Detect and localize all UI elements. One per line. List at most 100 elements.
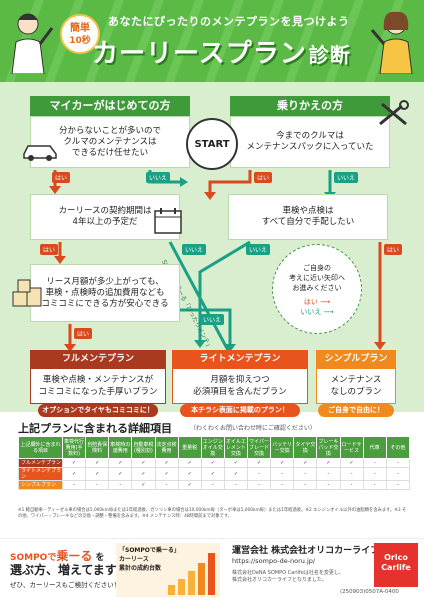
table-cell: - bbox=[339, 467, 364, 481]
table-cell: - bbox=[200, 480, 225, 490]
footer: SOMPOで乗ーる を 選ぶ方、増えてます！ ぜひ、カーリースもご検討ください！… bbox=[0, 538, 424, 600]
arrow-q5-no bbox=[180, 308, 232, 344]
column-header: その他 bbox=[385, 436, 411, 459]
table-cell: - bbox=[154, 480, 179, 490]
no-label: いいえ bbox=[146, 172, 171, 183]
table-cell: - bbox=[61, 480, 87, 490]
footer-tagline: 選ぶ方、増えてます！ bbox=[10, 563, 129, 577]
table-cell: - bbox=[108, 480, 133, 490]
yes-label: はい bbox=[40, 244, 59, 255]
time-badge: 簡単 10秒 bbox=[60, 14, 100, 54]
plan-simple-desc: メンテナンス なしのプラン bbox=[316, 368, 396, 404]
arrow-q2-yes bbox=[208, 170, 252, 192]
calendar-icon bbox=[154, 208, 182, 234]
switching-header: 乗りかえの方 bbox=[230, 96, 390, 116]
credit-line-1: 株式会社DeNA SOMPO Carlifeは社名を変更し、 bbox=[232, 570, 344, 576]
row-label: シンプルプラン bbox=[18, 480, 63, 490]
table-cell: - bbox=[362, 480, 387, 490]
growth-chart: 「SOMPOで乗ーる」 カーリース 累計の成約台数 bbox=[116, 543, 220, 597]
table-cell: - bbox=[385, 458, 411, 468]
column-header: タイヤ交換 bbox=[293, 436, 318, 459]
table-cell: ✓ bbox=[108, 467, 133, 481]
start-marker: START bbox=[186, 118, 238, 170]
column-header: 法定点検費用 bbox=[154, 436, 179, 459]
question-1: 分からないことが多いので クルマのメンテナンスは できるだけ任せたい bbox=[30, 116, 190, 168]
table-cell: ✓ bbox=[85, 467, 110, 481]
question-4: 車検や点検は すべて自分で手配したい bbox=[228, 194, 388, 240]
table-cell: - bbox=[316, 467, 341, 481]
table-cell: - bbox=[385, 480, 411, 490]
plan-full-tag: オプションでタイヤもコミコミに！ bbox=[38, 404, 158, 417]
column-header: 自動車税(種別割) bbox=[131, 436, 156, 459]
table-cell: ✓ bbox=[246, 458, 272, 468]
website-link[interactable]: https://sompo-de-noru.jp/ bbox=[232, 557, 316, 565]
table-row: ライトメンテプラン✓✓✓✓✓✓✓✓------- bbox=[18, 467, 411, 481]
row-label: フルメンテプラン bbox=[18, 458, 63, 468]
column-header: ロードサービス bbox=[339, 436, 364, 459]
plan-full-header: フルメンテプラン bbox=[30, 350, 166, 368]
table-cell: ✓ bbox=[85, 458, 110, 468]
row-label: ライトメンテプラン bbox=[18, 467, 63, 481]
table-cell: - bbox=[246, 467, 272, 481]
column-header: 代車 bbox=[362, 436, 387, 459]
question-2: 今までのクルマは メンテナンスパックに入っていた bbox=[230, 116, 390, 168]
yes-label: はい bbox=[384, 244, 403, 255]
no-label: いいえ bbox=[246, 244, 271, 255]
orico-logo: Orico Carlife bbox=[374, 543, 418, 587]
diagnosis-flowchart: マイカーがはじめての方 乗りかえの方 分からないことが多いので クルマのメンテナ… bbox=[0, 82, 424, 412]
table-cell: ✓ bbox=[108, 458, 133, 468]
table-cell: ✓ bbox=[154, 467, 179, 481]
table-cell: ✓ bbox=[223, 467, 249, 481]
table-cell: - bbox=[270, 480, 295, 490]
table-footnote: ※1 軽自動車・ディーゼル車の場合は5,000km毎または1年経過後、ガソリン車… bbox=[18, 508, 407, 519]
woman-illustration-icon bbox=[370, 11, 413, 74]
growth-bars-icon bbox=[168, 553, 215, 595]
table-cell: ✓ bbox=[339, 458, 364, 468]
table-title: 上記プランに含まれる詳細項目 bbox=[18, 422, 172, 435]
column-header: 重量税 bbox=[177, 436, 202, 459]
table-cell: - bbox=[362, 458, 387, 468]
column-header: 車検代行費用(手数料) bbox=[61, 436, 87, 459]
table-cell: - bbox=[362, 467, 387, 481]
table-header-row: 上記欄外に含まれる項目車検代行費用(手数料)自賠責保険料車検時の諸費用自動車税(… bbox=[18, 436, 411, 459]
plan-full-desc: 車検や点検・メンテナンスが コミコミになった手厚いプラン bbox=[30, 368, 166, 404]
boxes-icon bbox=[12, 279, 42, 307]
legend-yes: はい ⟶ bbox=[303, 298, 331, 306]
table-note: （わくわくお問い合わせ時にご確認ください） bbox=[190, 425, 316, 432]
column-header: 車検時の諸費用 bbox=[108, 436, 133, 459]
table-cell: ✓ bbox=[177, 458, 202, 468]
no-label: いいえ bbox=[334, 172, 359, 183]
table-cell: ✓ bbox=[131, 467, 156, 481]
plan-light-header: ライトメンテプラン bbox=[172, 350, 308, 368]
table-cell: ✓ bbox=[177, 480, 202, 490]
table-cell: - bbox=[223, 480, 249, 490]
table-cell: ✓ bbox=[316, 458, 341, 468]
plan-simple-tag: ご自身で自由に！ bbox=[318, 404, 394, 417]
table-cell: ✓ bbox=[131, 480, 156, 490]
yes-label: はい bbox=[74, 328, 93, 339]
table-cell: ✓ bbox=[154, 458, 179, 468]
footer-subtagline: ぜひ、カーリースもご検討ください！ bbox=[10, 581, 121, 589]
table-cell: - bbox=[293, 467, 318, 481]
column-header: ワイパーブレード交換 bbox=[246, 436, 272, 459]
table-corner-header: 上記欄外に含まれる項目 bbox=[18, 436, 63, 459]
arrow-q4-no bbox=[198, 240, 251, 340]
table-cell: - bbox=[339, 480, 364, 490]
no-label: いいえ bbox=[200, 314, 225, 325]
table-cell: - bbox=[85, 480, 110, 490]
table-cell: ✓ bbox=[177, 467, 202, 481]
first-time-header: マイカーがはじめての方 bbox=[30, 96, 190, 116]
table-cell: ✓ bbox=[293, 458, 318, 468]
man-illustration-icon bbox=[11, 13, 54, 74]
question-5: リース月額が多少上がっても、 車検・点検時の追加費用なども コミコミにできる方が… bbox=[30, 264, 180, 322]
table-cell: - bbox=[385, 467, 411, 481]
no-label: いいえ bbox=[182, 244, 207, 255]
column-header: 自賠責保険料 bbox=[85, 436, 110, 459]
yes-label: はい bbox=[254, 172, 273, 183]
table-cell: ✓ bbox=[131, 458, 156, 468]
wrench-icon bbox=[379, 100, 409, 126]
table-cell: - bbox=[270, 467, 295, 481]
car-icon bbox=[23, 145, 57, 161]
column-header: バッテリー交換 bbox=[270, 436, 295, 459]
legend-circle: ご自身の 考えに近い矢印へ お進みください はい ⟶ いいえ ⟶ bbox=[272, 244, 362, 334]
